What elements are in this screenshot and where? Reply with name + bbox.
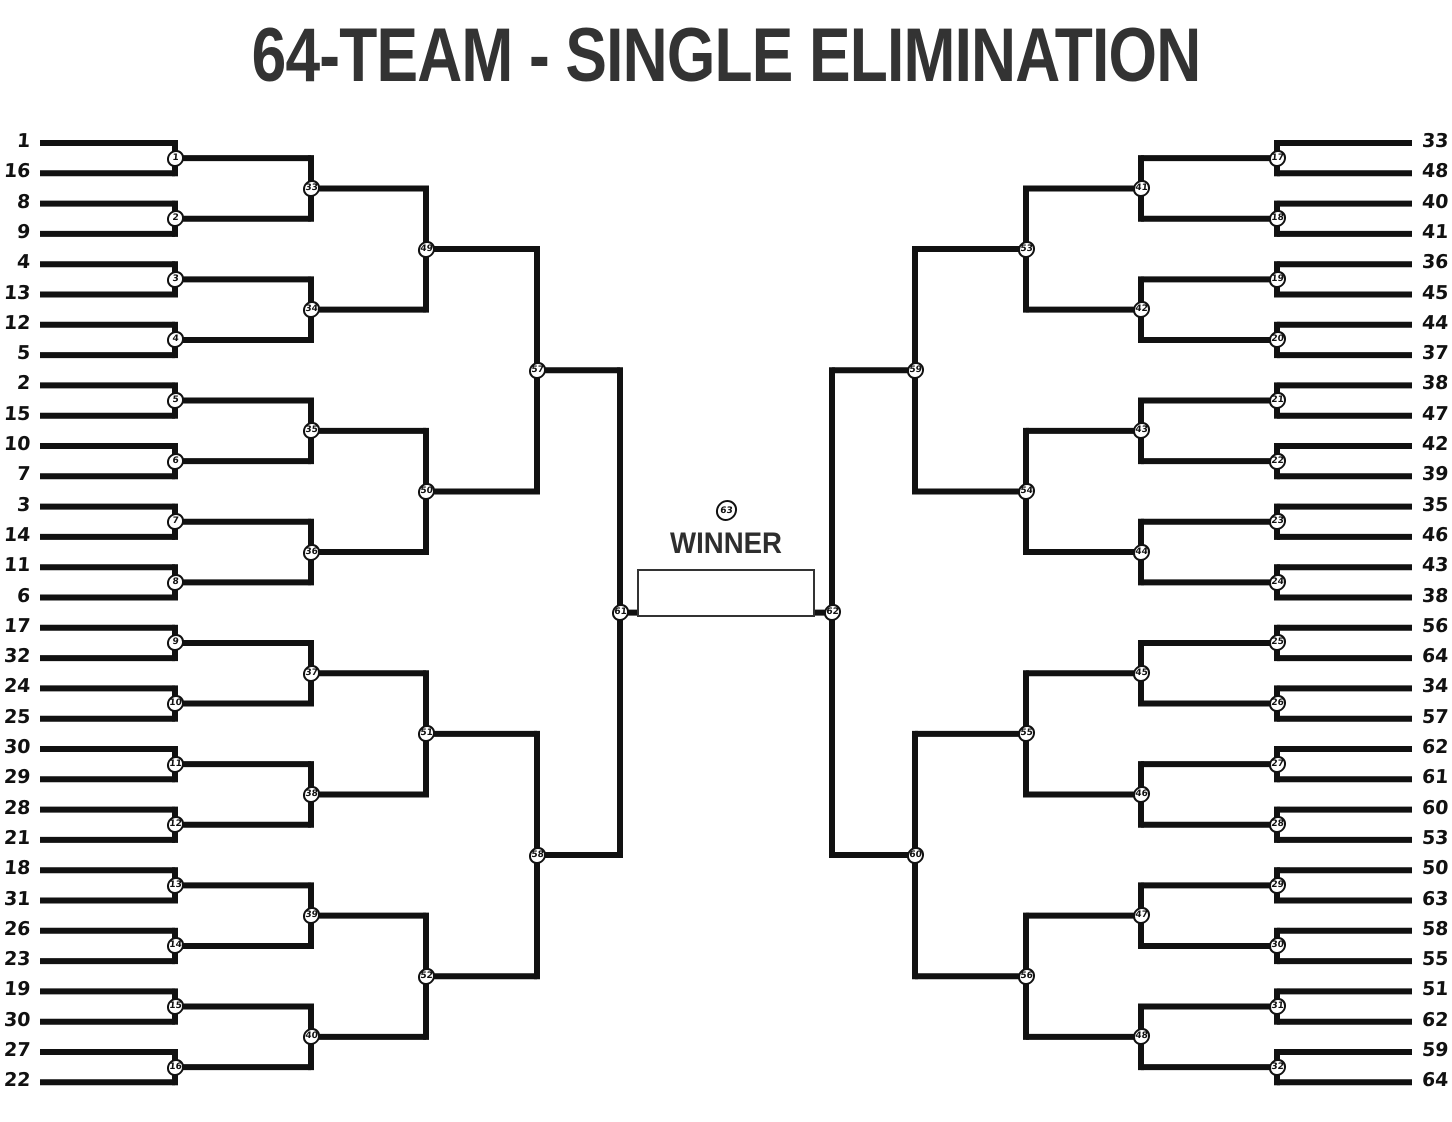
- seed-label: 55: [1421, 948, 1450, 971]
- seed-label: 11: [2, 554, 31, 577]
- seed-label: 12: [2, 311, 31, 334]
- seed-label: 17: [2, 614, 31, 637]
- seed-label: 29: [2, 766, 31, 789]
- seed-label: 51: [1421, 978, 1450, 1001]
- seed-label: 4: [15, 251, 31, 274]
- game-number: 58: [527, 846, 547, 864]
- game-number: 60: [905, 846, 925, 864]
- winner-input-box[interactable]: [637, 569, 815, 617]
- seed-label: 43: [1421, 554, 1450, 577]
- seed-label: 18: [2, 857, 31, 880]
- seed-label: 14: [2, 523, 31, 546]
- seed-label: 56: [1421, 614, 1450, 637]
- seed-label: 50: [1421, 857, 1450, 880]
- seed-label: 21: [2, 826, 31, 849]
- seed-label: 41: [1421, 220, 1450, 243]
- game-number: 49: [416, 240, 436, 258]
- seed-label: 1: [15, 130, 31, 152]
- seed-label: 33: [1421, 130, 1450, 152]
- seed-label: 62: [1421, 736, 1450, 758]
- seed-label: 24: [2, 675, 31, 698]
- seed-label: 13: [2, 281, 31, 304]
- seed-label: 35: [1421, 493, 1450, 516]
- seed-label: 19: [2, 978, 31, 1001]
- seed-label: 25: [2, 705, 31, 728]
- seed-label: 59: [1421, 1039, 1450, 1061]
- seed-label: 61: [1421, 766, 1450, 789]
- seed-label: 38: [1421, 584, 1450, 607]
- seed-label: 9: [15, 220, 31, 243]
- seed-label: 40: [1421, 190, 1450, 213]
- seed-label: 7: [15, 463, 31, 486]
- seed-label: 63: [1421, 887, 1450, 910]
- seed-label: 42: [1421, 433, 1450, 455]
- seed-label: 2: [15, 372, 31, 395]
- game-number: 53: [1016, 240, 1036, 258]
- game-number: 36: [301, 543, 321, 561]
- seed-label: 31: [2, 887, 31, 910]
- seed-label: 6: [15, 584, 31, 607]
- seed-label: 62: [1421, 1008, 1450, 1031]
- seed-label: 32: [2, 645, 31, 668]
- seed-label: 8: [15, 190, 31, 213]
- seed-label: 36: [1421, 251, 1450, 274]
- seed-label: 53: [1421, 826, 1450, 849]
- seed-label: 64: [1421, 1069, 1450, 1092]
- seed-label: 5: [15, 342, 31, 365]
- seed-label: 44: [1421, 311, 1450, 334]
- seed-label: 16: [2, 160, 31, 183]
- seed-label: 22: [2, 1069, 31, 1092]
- game-number: 44: [1131, 543, 1151, 561]
- seed-label: 34: [1421, 675, 1450, 698]
- seed-label: 48: [1421, 160, 1450, 183]
- seed-label: 30: [2, 736, 31, 758]
- seed-label: 37: [1421, 342, 1450, 365]
- winner-block: 63 WINNER: [576, 500, 876, 617]
- seed-label: 23: [2, 948, 31, 971]
- seed-label: 3: [15, 493, 31, 516]
- seed-label: 10: [2, 433, 31, 455]
- page-title: 64-TEAM - SINGLE ELIMINATION: [251, 13, 1202, 98]
- seed-label: 15: [2, 402, 31, 425]
- seed-label: 47: [1421, 402, 1450, 425]
- seed-label: 38: [1421, 372, 1450, 395]
- seed-label: 60: [1421, 796, 1450, 819]
- seed-label: 57: [1421, 705, 1450, 728]
- seed-label: 30: [2, 1008, 31, 1031]
- seed-label: 26: [2, 917, 31, 940]
- seed-label: 45: [1421, 281, 1450, 304]
- seed-label: 64: [1421, 645, 1450, 668]
- seed-label: 58: [1421, 917, 1450, 940]
- seed-label: 27: [2, 1039, 31, 1061]
- winner-game-number: 63: [714, 500, 738, 521]
- winner-label: WINNER: [670, 527, 782, 560]
- seed-label: 28: [2, 796, 31, 819]
- seed-label: 46: [1421, 523, 1450, 546]
- seed-label: 39: [1421, 463, 1450, 486]
